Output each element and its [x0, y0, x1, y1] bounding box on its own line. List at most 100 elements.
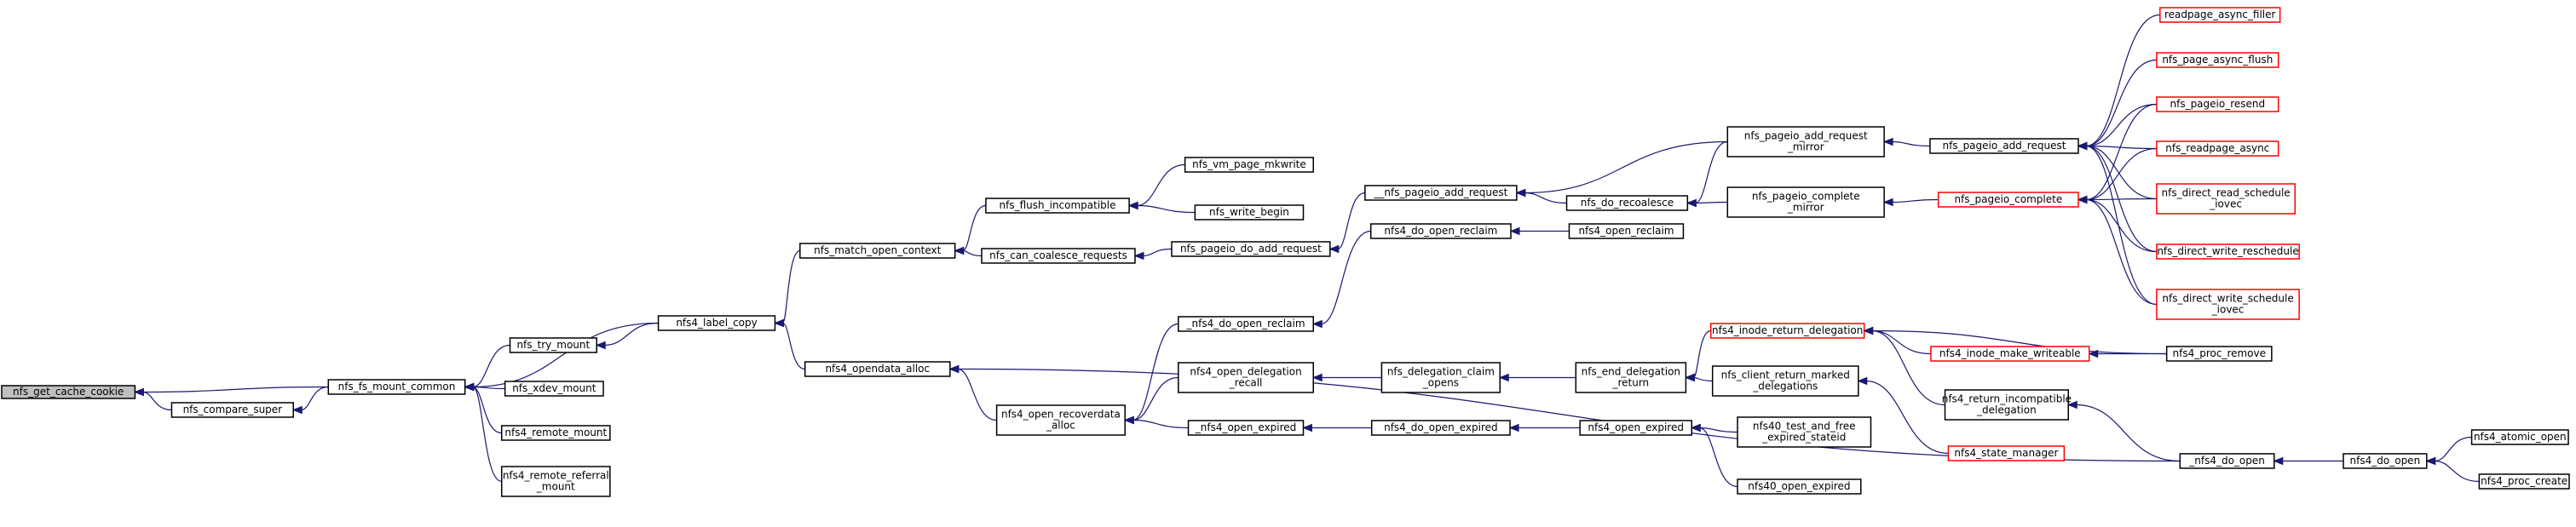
- function-node-nfs-readpage-async[interactable]: nfs_readpage_async: [2156, 140, 2279, 157]
- function-node-nfs-do-recoalesce[interactable]: nfs_do_recoalesce: [1565, 195, 1689, 211]
- function-node-label: nfs4_do_open_expired: [1384, 421, 1498, 433]
- function-node-nfs-xdev-mount[interactable]: nfs_xdev_mount: [504, 381, 604, 397]
- function-node-nfs4-inode-return-delegation[interactable]: nfs4_inode_return_delegation: [1709, 323, 1865, 339]
- function-node-nfs4-do-open[interactable]: nfs4_do_open: [2343, 453, 2428, 469]
- function-node-label: nfs_vm_page_mkwrite: [1192, 158, 1306, 170]
- function-node-nfs-pageio-resend[interactable]: nfs_pageio_resend: [2156, 96, 2279, 112]
- function-node-nfs-pageio-complete-mirror[interactable]: nfs_pageio_complete_mirror: [1726, 186, 1885, 218]
- function-node-label: nfs_pageio_complete: [1752, 191, 1860, 203]
- call-edge: [1690, 423, 1738, 488]
- function-node-nfs-write-begin[interactable]: nfs_write_begin: [1194, 204, 1305, 221]
- call-edge: [1515, 140, 1728, 198]
- function-node-label: nfs_flush_incompatible: [1000, 199, 1116, 211]
- function-node-nfs4-open-delegation-recall[interactable]: nfs4_open_delegation_recall: [1178, 362, 1314, 393]
- call-edge: [595, 322, 659, 350]
- function-node-label: nfs_client_return_marked: [1721, 369, 1850, 381]
- function-node-nfs4-do-open-reclaim[interactable]: nfs4_do_open_reclaim: [1369, 223, 1512, 239]
- function-node-nfs4-inode-make-writeable[interactable]: nfs4_inode_make_writeable: [1930, 346, 2090, 362]
- function-node-nfs-can-coalesce-requests[interactable]: nfs_can_coalesce_requests: [981, 248, 1136, 264]
- function-node-nfs-compare-super[interactable]: nfs_compare_super: [170, 402, 294, 418]
- function-node-nfs-delegation-claim-opens[interactable]: nfs_delegation_claim_opens: [1380, 362, 1501, 393]
- function-node-nfs40-open-expired[interactable]: nfs40_open_expired: [1737, 478, 1862, 495]
- function-node-nfs-vm-page-mkwrite[interactable]: nfs_vm_page_mkwrite: [1184, 157, 1314, 173]
- function-node-nfs-direct-write-reschedule[interactable]: nfs_direct_write_reschedule: [2156, 243, 2300, 260]
- call-edge: [1509, 226, 1570, 236]
- function-node-nfs-pageio-add-request-mirror[interactable]: nfs_pageio_add_request_mirror: [1726, 126, 1885, 158]
- function-node-label: _opens: [1422, 377, 1459, 389]
- function-node-nfs-try-mount[interactable]: nfs_try_mount: [509, 337, 597, 353]
- function-node-label: nfs_pageio_complete: [1954, 193, 2062, 205]
- function-node-label: nfs_readpage_async: [2165, 142, 2269, 154]
- function-node-label: nfs4_remote_referral: [503, 470, 609, 482]
- function-node-nfs-direct-read-schedule-iovec[interactable]: nfs_direct_read_schedule_iovec: [2156, 183, 2297, 215]
- function-node-nfs4-state-manager[interactable]: nfs4_state_manager: [1947, 445, 2066, 461]
- function-node-nfs4-return-incompatible-delegation[interactable]: nfs4_return_incompatible_delegation: [1942, 389, 2072, 421]
- function-node-nfs-direct-write-schedule-iovec[interactable]: nfs_direct_write_schedule_iovec: [2156, 289, 2300, 320]
- call-edge: [2077, 14, 2160, 151]
- function-node-nfs-end-delegation-return[interactable]: nfs_end_delegation_return: [1575, 362, 1687, 393]
- function-node-nfs-pageio-do-add-request[interactable]: nfs_pageio_do_add_request: [1171, 241, 1331, 257]
- function-node-nfs4-opendata-alloc[interactable]: nfs4_opendata_alloc: [804, 361, 951, 377]
- function-node-label: _iovec: [2209, 198, 2242, 210]
- function-node-nfs4-open-expired[interactable]: _nfs4_open_expired: [1187, 420, 1305, 436]
- function-node-label: _recall: [1229, 377, 1263, 389]
- function-node-label: nfs_end_delegation: [1582, 366, 1680, 378]
- function-node-label: nfs_do_recoalesce: [1581, 197, 1674, 209]
- call-edge: [1311, 373, 1382, 382]
- function-node-nfs-match-open-context[interactable]: nfs_match_open_context: [799, 243, 956, 259]
- call-edge: [1882, 198, 1939, 207]
- call-edge: [134, 386, 329, 397]
- function-node-label: _return: [1611, 377, 1649, 389]
- function-node-nfs4-proc-remove[interactable]: nfs4_proc_remove: [2165, 346, 2273, 362]
- call-edge: [1686, 198, 1728, 208]
- call-edge: [2066, 400, 2181, 462]
- function-node-label: nfs4_open_recoverdata: [1001, 409, 1121, 421]
- call-edge: [1127, 201, 1196, 214]
- function-node-nfs-page-async-flush[interactable]: nfs_page_async_flush: [2156, 52, 2279, 68]
- call-edge: [464, 322, 659, 392]
- function-node-label: nfs_fs_mount_common: [338, 381, 456, 392]
- function-node-nfs-pageio-add-request[interactable]: nfs_pageio_add_request: [1929, 138, 2079, 154]
- function-node-label: nfs4_open_reclaim: [1578, 225, 1674, 237]
- function-node-nfs-flush-incompatible[interactable]: nfs_flush_incompatible: [985, 198, 1130, 214]
- call-edge: [2077, 59, 2157, 151]
- function-node-label: nfs_compare_super: [183, 404, 283, 415]
- function-node-nfs4-remote-referral-mount[interactable]: nfs4_remote_referral_mount: [500, 466, 611, 497]
- function-node-label: nfs_get_cache_cookie: [13, 386, 124, 398]
- function-node-nfs4-atomic-open[interactable]: nfs4_atomic_open: [2470, 429, 2569, 445]
- call-edge: [291, 386, 329, 415]
- function-node-label: nfs_delegation_claim: [1387, 366, 1495, 378]
- function-node-label: nfs_pageio_resend: [2170, 98, 2265, 110]
- call-edge: [1302, 423, 1372, 432]
- function-node-label: nfs4_open_expired: [1588, 421, 1684, 433]
- function-node-label: nfs4_do_open_reclaim: [1384, 225, 1497, 237]
- function-node-readpage-async-filler[interactable]: readpage_async_filler: [2159, 7, 2281, 23]
- function-node-label: nfs40_test_and_free: [1753, 421, 1856, 432]
- function-node-nfs-pageio-add-request[interactable]: __nfs_pageio_add_request: [1364, 185, 1518, 201]
- function-node-label: _nfs4_do_open: [2188, 455, 2265, 467]
- function-node-nfs-pageio-complete[interactable]: nfs_pageio_complete: [1937, 192, 2079, 208]
- function-node-label: nfs_xdev_mount: [512, 382, 596, 394]
- function-node-nfs-fs-mount-common[interactable]: nfs_fs_mount_common: [327, 379, 466, 395]
- function-node-label: _iovec: [2211, 304, 2245, 316]
- function-node-nfs4-remote-mount[interactable]: nfs4_remote_mount: [500, 425, 611, 441]
- function-node-label: nfs4_inode_return_delegation: [1712, 324, 1863, 336]
- function-node-nfs40-test-and-free-expired-stateid[interactable]: nfs40_test_and_free_expired_stateid: [1737, 416, 1872, 448]
- function-node-label: nfs40_open_expired: [1748, 480, 1850, 492]
- function-node-nfs4-open-reclaim[interactable]: nfs4_open_reclaim: [1568, 223, 1685, 239]
- function-node-label: nfs_pageio_add_request: [1744, 130, 1868, 142]
- function-node-nfs4-do-open[interactable]: _nfs4_do_open: [2179, 453, 2275, 469]
- function-node-nfs4-proc-create[interactable]: nfs4_proc_create: [2478, 473, 2570, 490]
- function-node-label: _delegations: [1752, 381, 1818, 392]
- function-node-nfs4-do-open-expired[interactable]: nfs4_do_open_expired: [1370, 420, 1511, 436]
- function-node-nfs4-open-expired[interactable]: nfs4_open_expired: [1579, 420, 1692, 436]
- function-node-nfs-client-return-marked-delegations[interactable]: nfs_client_return_marked_delegations: [1711, 365, 1859, 397]
- function-node-nfs-get-cache-cookie: nfs_get_cache_cookie: [1, 385, 136, 399]
- call-edge: [1133, 248, 1172, 261]
- function-node-nfs4-label-copy[interactable]: nfs4_label_copy: [657, 315, 776, 331]
- function-node-label: nfs4_remote_mount: [504, 427, 607, 438]
- function-node-nfs4-open-recoverdata-alloc[interactable]: nfs4_open_recoverdata_alloc: [995, 404, 1126, 436]
- function-node-nfs4-do-open-reclaim[interactable]: _nfs4_do_open_reclaim: [1178, 316, 1314, 332]
- function-node-label: nfs4_do_open: [2350, 455, 2421, 467]
- function-node-label: nfs4_proc_create: [2481, 475, 2567, 487]
